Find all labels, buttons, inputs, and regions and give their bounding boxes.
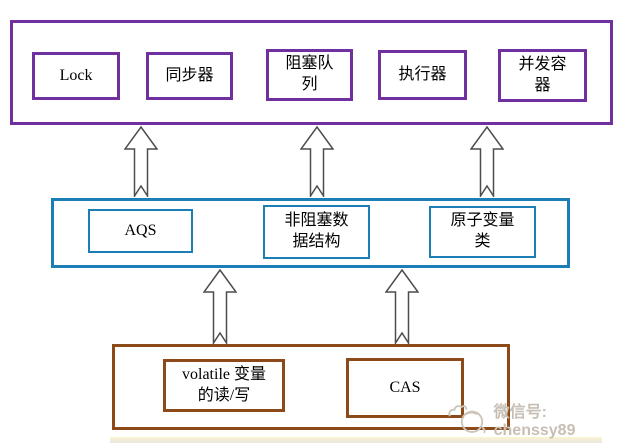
bottom-layer-container: volatile 变量 的读/写 CAS — [112, 344, 510, 430]
up-arrow-icon — [124, 126, 158, 197]
up-arrow-icon — [385, 269, 419, 344]
concurrent-container-box: 并发容 器 — [498, 49, 587, 102]
aqs-label: AQS — [124, 221, 157, 239]
blocking-queue-label: 阻塞队 列 — [285, 55, 334, 93]
up-arrow-icon — [470, 126, 504, 197]
concurrent-container-label: 并发容 器 — [518, 55, 567, 94]
atomic-variable-label: 原子变量 类 — [450, 212, 515, 250]
aqs-box: AQS — [88, 209, 193, 253]
volatile-box: volatile 变量 的读/写 — [163, 359, 285, 412]
blocking-queue-box: 阻塞队 列 — [266, 49, 353, 101]
synchronizer-box: 同步器 — [146, 52, 233, 100]
lock-box: Lock — [32, 52, 120, 100]
volatile-label: volatile 变量 的读/写 — [182, 365, 266, 404]
synchronizer-label: 同步器 — [165, 66, 214, 84]
top-layer-container: Lock 同步器 阻塞队 列 执行器 并发容 器 — [10, 20, 613, 125]
middle-layer-container: AQS 非阻塞数 据结构 原子变量 类 — [51, 198, 570, 268]
bottom-divider — [110, 437, 602, 443]
executor-box: 执行器 — [378, 50, 467, 100]
nonblocking-structure-box: 非阻塞数 据结构 — [263, 205, 370, 259]
cas-box: CAS — [346, 358, 464, 418]
lock-label: Lock — [59, 66, 93, 84]
nonblocking-structure-label: 非阻塞数 据结构 — [284, 212, 349, 250]
wechat-doodle-icon — [448, 405, 486, 434]
atomic-variable-box: 原子变量 类 — [429, 206, 536, 258]
cas-label: CAS — [389, 378, 421, 396]
watermark: 微信号: chenssy89 — [447, 398, 623, 440]
watermark-text: 微信号: chenssy89 — [493, 404, 576, 439]
up-arrow-icon — [203, 269, 237, 344]
executor-label: 执行器 — [398, 65, 447, 83]
up-arrow-icon — [300, 126, 334, 197]
